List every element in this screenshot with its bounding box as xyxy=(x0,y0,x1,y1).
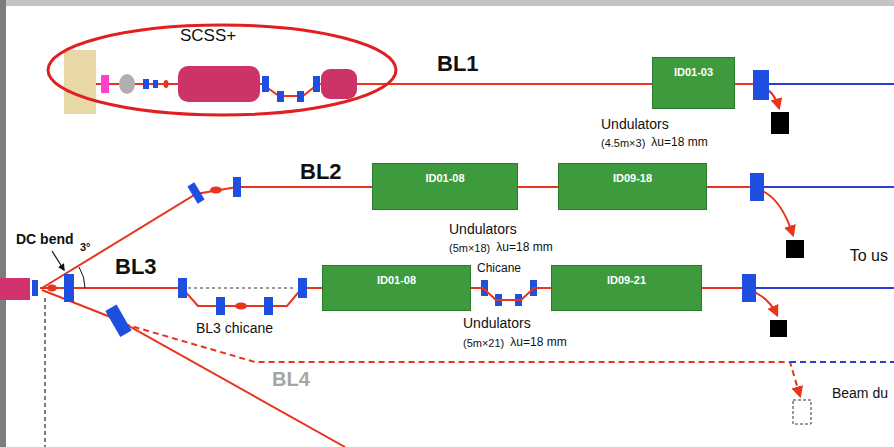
chicane-magnet xyxy=(298,278,307,298)
undulator-id: ID09-18 xyxy=(613,172,652,184)
component-label: Beam du xyxy=(832,386,888,401)
undulator-id: ID01-03 xyxy=(674,66,713,78)
accelerator-cavity xyxy=(178,66,260,102)
dimension-label: (4.5m×3) xyxy=(601,137,645,149)
photo-edge xyxy=(0,0,6,447)
accelerator-outline: SCSS+ xyxy=(46,23,398,117)
dc-bend-magnet xyxy=(64,274,74,302)
period-label: λu=18 mm xyxy=(496,241,552,254)
buncher xyxy=(119,74,135,94)
beamline-name: BL4 xyxy=(272,368,310,390)
magnet xyxy=(233,177,241,197)
component-label: Chicane xyxy=(477,262,521,275)
ellipse-outline xyxy=(48,25,396,115)
photon-line xyxy=(769,83,894,85)
magnet xyxy=(313,76,320,92)
angle-arc xyxy=(79,267,85,288)
magnet xyxy=(262,76,269,92)
planned-photon-line xyxy=(790,361,894,363)
bending-magnet xyxy=(742,274,756,302)
dimension-label: (5m×18) xyxy=(449,242,490,254)
planned-beam-dump xyxy=(793,400,811,424)
magnet xyxy=(143,79,149,89)
beam-line xyxy=(42,290,345,447)
chicane-magnet xyxy=(178,278,187,298)
beam-line xyxy=(707,186,751,188)
quadrupole xyxy=(47,285,57,292)
chicane-magnet xyxy=(264,297,273,315)
photon-line xyxy=(764,186,894,188)
undulator-box: ID09-18 xyxy=(558,163,707,210)
component-label: Undulators xyxy=(463,316,531,331)
electron-gun xyxy=(64,50,96,114)
magnet xyxy=(153,80,158,88)
angle-label: 3° xyxy=(80,241,91,253)
dimension-label: (5m×21) xyxy=(463,337,504,349)
component-label: BL3 chicane xyxy=(196,321,273,336)
photon-line xyxy=(756,287,894,289)
undulator-id: ID09-21 xyxy=(607,274,646,286)
undulator-id: ID01-08 xyxy=(377,274,416,286)
beam-dump xyxy=(770,320,787,337)
beam-line xyxy=(735,83,754,85)
undulator-box: ID01-03 xyxy=(652,57,735,109)
beam-line xyxy=(702,287,743,289)
beam-line xyxy=(471,288,551,300)
period-label: λu=18 mm xyxy=(510,336,566,349)
chicane-magnet xyxy=(216,297,225,315)
bending-magnet xyxy=(750,173,764,201)
beamline-name: BL1 xyxy=(437,52,479,76)
quadrupole xyxy=(235,303,247,310)
lens xyxy=(164,80,169,88)
beamline-name: BL2 xyxy=(300,160,342,184)
beam-line xyxy=(518,186,558,188)
component-label: Undulators xyxy=(449,222,517,237)
linac-end xyxy=(0,278,30,300)
beamline-name: BL3 xyxy=(115,255,157,279)
period-label: λu=18 mm xyxy=(651,136,707,149)
cathode xyxy=(101,75,109,93)
undulator-box: ID01-08 xyxy=(372,163,518,210)
beam-line xyxy=(398,83,652,85)
component-label: DC bend xyxy=(16,232,74,247)
bending-magnet xyxy=(753,70,769,100)
quadrupole xyxy=(210,187,222,194)
magnet xyxy=(297,91,304,102)
undulator-id: ID01-08 xyxy=(425,172,464,184)
system-name: SCSS+ xyxy=(180,27,236,46)
photo-edge xyxy=(0,0,894,6)
accelerator-cavity xyxy=(321,69,357,99)
bending-magnet xyxy=(105,305,131,337)
straight-path xyxy=(188,288,296,289)
component-label: Undulators xyxy=(601,117,669,132)
undulator-box: ID01-08 xyxy=(322,265,471,311)
pointer-arrow xyxy=(52,251,64,270)
magnet xyxy=(187,182,204,203)
magnet xyxy=(32,280,38,296)
dashed-line xyxy=(44,298,45,447)
magnet xyxy=(277,91,284,102)
undulator-box: ID09-21 xyxy=(551,265,702,311)
beam-dump xyxy=(771,112,789,134)
destination-label: To us xyxy=(850,247,888,265)
beam-dump xyxy=(786,240,804,258)
